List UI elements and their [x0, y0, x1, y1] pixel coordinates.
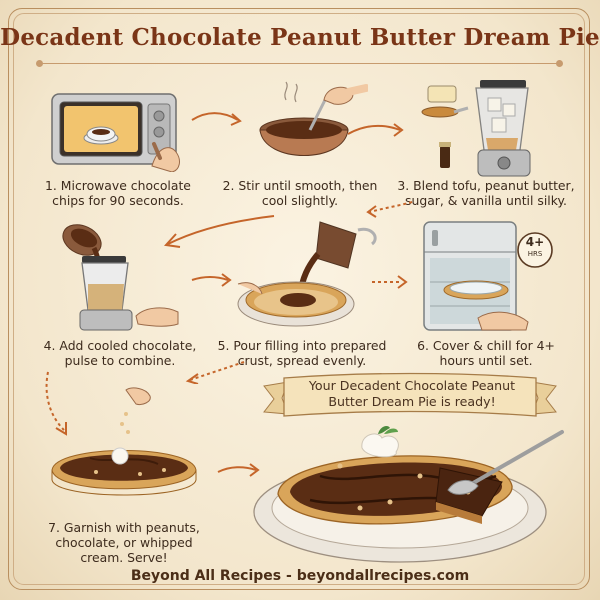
timer-badge: [517, 232, 553, 268]
arrow-dotted-icon: [45, 371, 67, 436]
inner-border: [13, 13, 585, 585]
mixing-bowl-icon: [259, 81, 368, 156]
page-title: Decadent Chocolate Peanut Butter Dream P…: [0, 24, 600, 51]
step-4-caption: 4. Add cooled chocolate, pulse to combin…: [43, 338, 197, 368]
garnished-pie-icon: [51, 387, 197, 496]
arrow-right-icon: [347, 123, 404, 137]
banner-text: Your Decadent Chocolate Peanut Butter Dr…: [308, 378, 516, 409]
blender-icon: [421, 80, 531, 177]
divider-dot-right: [556, 60, 563, 67]
title-divider: [42, 63, 558, 64]
refrigerator-icon: [423, 221, 529, 331]
pie-crust-icon: [237, 221, 377, 327]
arrow-dotted-icon: [372, 275, 408, 289]
divider-dot-left: [36, 60, 43, 67]
footer-credit: Beyond All Recipes - beyondallrecipes.co…: [130, 568, 470, 584]
arrow-right-icon: [217, 463, 260, 477]
step-5-caption: 5. Pour filling into prepared crust, spr…: [217, 338, 387, 368]
arrow-dotted-icon: [185, 361, 245, 384]
arrow-left-icon: [163, 215, 275, 248]
ribbon-banner: [263, 372, 557, 417]
step-2-caption: 2. Stir until smooth, then cool slightly…: [222, 178, 378, 208]
outer-border: [8, 8, 590, 590]
step-7-caption: 7. Garnish with peanuts, chocolate, or w…: [48, 520, 200, 565]
step-6-caption: 6. Cover & chill for 4+ hours until set.: [417, 338, 555, 368]
microwave-icon: [51, 93, 180, 172]
arrow-dotted-icon: [366, 201, 413, 218]
arrow-right-icon: [191, 112, 242, 126]
step-3-caption: 3. Blend tofu, peanut butter, sugar, & v…: [397, 178, 575, 208]
finished-pie-icon: [253, 426, 564, 563]
timer-hours-unit: HRS: [527, 250, 543, 258]
arrow-right-icon: [191, 273, 232, 287]
step-1-caption: 1. Microwave chocolate chips for 90 seco…: [45, 178, 191, 208]
timer-hours-value: 4+: [525, 235, 545, 249]
blender-pour-icon: [62, 224, 179, 331]
